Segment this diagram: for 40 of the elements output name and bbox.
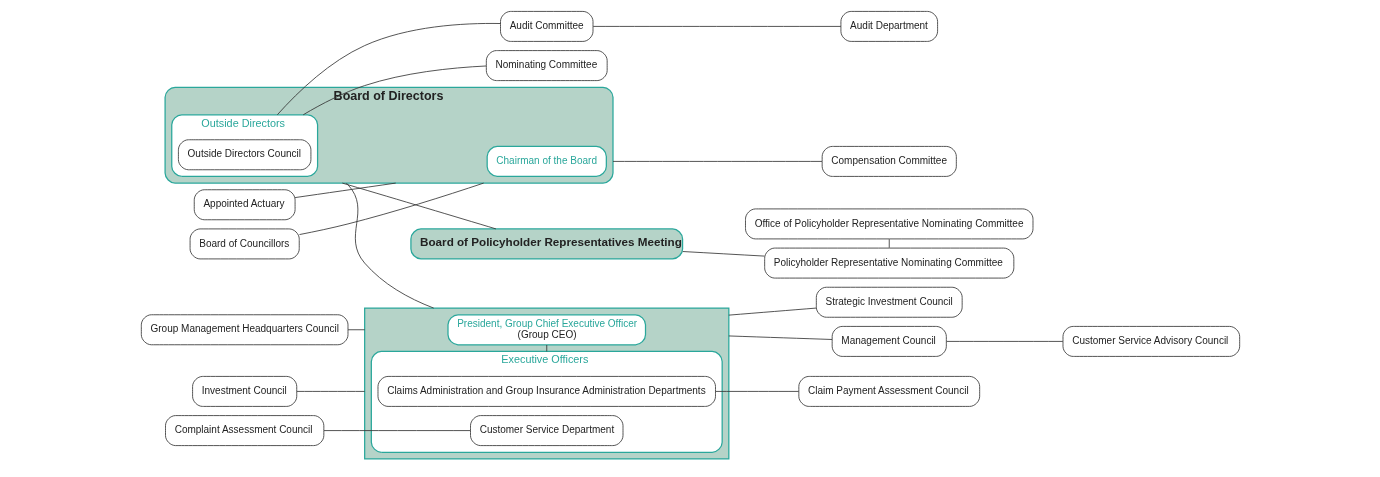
connector	[592, 26, 841, 27]
connector	[294, 182, 396, 198]
connector	[302, 65, 487, 116]
cluster	[363, 307, 729, 460]
node-box: Audit Committee	[499, 11, 593, 42]
node-box: Office of Policyholder Representative Nominating Committee	[744, 208, 1033, 240]
node-box: Board of Councillors	[189, 228, 300, 260]
connector	[345, 182, 434, 309]
node-box: Complaint Assessment Council	[164, 415, 324, 446]
node-box: Management Council	[831, 326, 947, 357]
connector	[295, 391, 365, 392]
node-box: Board of Policyholder Representatives Meeting	[409, 228, 683, 260]
connector	[612, 161, 822, 162]
connector	[727, 335, 833, 340]
node-box: Nominating Committee	[485, 50, 608, 81]
node-box: Investment Council	[191, 376, 297, 407]
connector	[276, 23, 501, 116]
node-box: Claims Administration and Group Insurance Administration Departments	[377, 376, 716, 407]
connector	[298, 182, 484, 235]
connector	[945, 341, 1063, 342]
node-box: Compensation Committee	[821, 146, 957, 177]
node-box: Group Management Headquarters Council	[140, 314, 348, 346]
connector	[545, 344, 547, 352]
node-box: Policyholder Representative Nominating Committee	[763, 247, 1014, 279]
connector	[323, 430, 471, 431]
connector	[714, 391, 799, 392]
connector	[727, 307, 817, 316]
node-box: Outside Directors Council	[177, 139, 311, 171]
connector	[888, 238, 890, 249]
connector	[347, 329, 365, 331]
node-box: Customer Service Department	[469, 415, 623, 446]
connector	[341, 182, 496, 230]
node-box: Claim Payment Assessment Council	[797, 376, 980, 407]
node-box: Audit Department	[840, 11, 938, 42]
node-box: Strategic Investment Council	[815, 286, 963, 318]
node-box: Appointed Actuary	[193, 189, 295, 221]
node-box: President, Group Chief Executive Officer (Group CEO)	[446, 314, 646, 346]
connector	[681, 251, 765, 257]
node-box: Chairman of the Board	[486, 145, 607, 178]
node-box: Customer Service Advisory Council	[1062, 326, 1240, 357]
